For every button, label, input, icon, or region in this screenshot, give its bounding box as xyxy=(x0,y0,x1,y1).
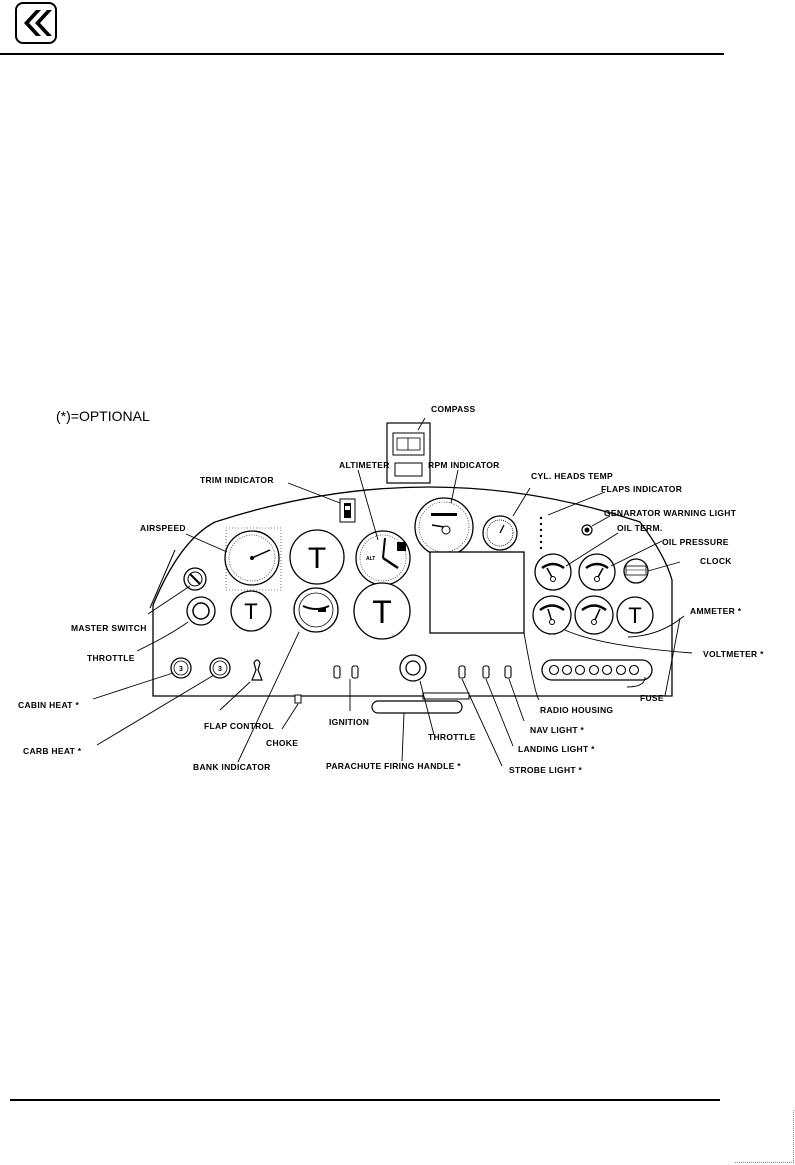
large-gauge-t: T xyxy=(353,582,411,640)
label-oil-term: OIL TERM. xyxy=(617,523,663,533)
oil-term-gauge xyxy=(534,553,572,591)
airspeed-gauge xyxy=(224,527,282,591)
label-parachute-firing-handle: PARACHUTE FIRING HANDLE * xyxy=(326,761,461,771)
voltmeter-gauge xyxy=(574,595,614,635)
oil-pressure-gauge xyxy=(578,553,616,591)
compass-gauge xyxy=(386,422,431,484)
master-switch xyxy=(183,567,207,591)
altimeter-gauge: ALT xyxy=(355,530,411,586)
label-bank-indicator: BANK INDICATOR xyxy=(193,762,271,772)
label-throttle-left: THROTTLE xyxy=(87,653,135,663)
label-voltmeter: VOLTMETER * xyxy=(703,649,764,659)
label-throttle-center: THROTTLE xyxy=(428,732,476,742)
leader-lines xyxy=(92,417,693,767)
label-flap-control: FLAP CONTROL xyxy=(204,721,274,731)
header-rule xyxy=(0,53,724,55)
small-gauge-t: T xyxy=(230,590,272,632)
label-landing-light: LANDING LIGHT * xyxy=(518,744,595,754)
label-oil-pressure: OIL PRESSURE xyxy=(662,537,729,547)
generator-warning-light xyxy=(581,524,593,536)
svg-text:T: T xyxy=(372,594,392,630)
label-flaps-indicator: FLAPS INDICATOR xyxy=(601,484,682,494)
cabin-heat-knob: 3 xyxy=(170,657,192,679)
label-compass: COMPASS xyxy=(431,404,475,414)
flap-control-lever xyxy=(251,659,263,681)
bank-indicator-gauge xyxy=(293,587,339,633)
light-switches xyxy=(458,665,512,679)
rpm-indicator-gauge xyxy=(414,497,474,557)
radio-housing xyxy=(429,551,525,634)
label-clock: CLOCK xyxy=(700,556,732,566)
optional-note: (*)=OPTIONAL xyxy=(56,408,150,424)
attitude-gauge: T xyxy=(289,529,345,585)
label-fuse: FUSE xyxy=(640,693,664,703)
svg-text:T: T xyxy=(244,599,257,624)
label-ammeter: AMMETER * xyxy=(690,606,742,616)
svg-text:3: 3 xyxy=(218,666,222,673)
trim-indicator-gauge xyxy=(339,498,356,523)
ignition-switches xyxy=(333,665,359,679)
choke-knob xyxy=(294,694,302,704)
back-chevron-logo-icon[interactable] xyxy=(15,2,57,44)
fuse-strip xyxy=(541,659,653,681)
svg-text:T: T xyxy=(308,542,326,575)
label-altimeter: ALTIMETER xyxy=(339,460,390,470)
ammeter-gauge xyxy=(532,595,572,635)
flaps-indicator-lights xyxy=(539,516,543,550)
label-cabin-heat: CABIN HEAT * xyxy=(18,700,79,710)
label-ignition: IGNITION xyxy=(329,717,369,727)
cyl-heads-temp-gauge xyxy=(482,515,518,551)
page-corner-mark xyxy=(735,1110,794,1163)
spare-gauge-t: T xyxy=(616,596,654,634)
label-airspeed: AIRSPEED xyxy=(140,523,186,533)
label-master-switch: MASTER SWITCH xyxy=(71,623,147,633)
svg-text:3: 3 xyxy=(179,666,183,673)
label-nav-light: NAV LIGHT * xyxy=(530,725,585,735)
label-strobe-light: STROBE LIGHT * xyxy=(509,765,583,775)
instrument-panel-diagram: (*)=OPTIONAL T ALT xyxy=(18,404,764,775)
svg-text:ALT: ALT xyxy=(366,556,375,562)
throttle-left-control xyxy=(186,596,216,626)
label-carb-heat: CARB HEAT * xyxy=(23,746,82,756)
carb-heat-knob: 3 xyxy=(209,657,231,679)
label-trim-indicator: TRIM INDICATOR xyxy=(200,475,274,485)
label-cyl-heads-temp: CYL. HEADS TEMP xyxy=(531,471,613,481)
label-choke: CHOKE xyxy=(266,738,298,748)
label-radio-housing: RADIO HOUSING xyxy=(540,705,613,715)
footer-rule xyxy=(10,1099,720,1101)
throttle-center-control xyxy=(399,654,427,682)
label-rpm-indicator: RPM INDICATOR xyxy=(428,460,500,470)
panel-outline xyxy=(152,486,673,697)
clock-gauge xyxy=(623,558,649,584)
svg-text:T: T xyxy=(628,603,641,628)
parachute-handle xyxy=(371,700,463,714)
label-generator-warning-light: GENARATOR WARNING LIGHT xyxy=(604,508,737,518)
